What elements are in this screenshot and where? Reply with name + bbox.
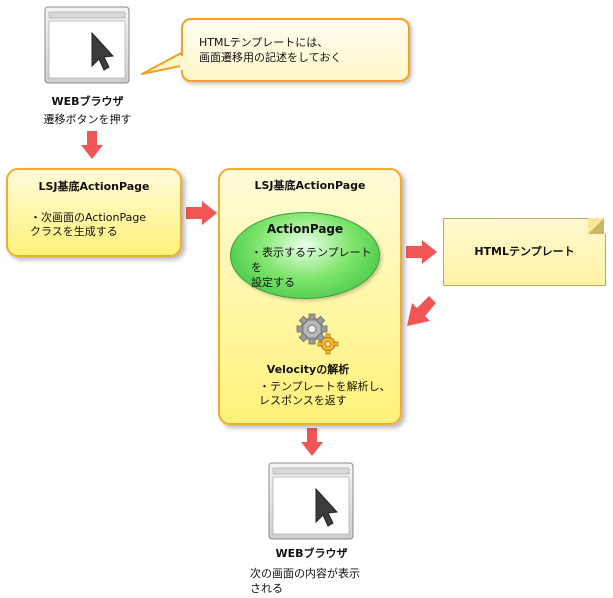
left-box-title: LSJ基底ActionPage [38,180,150,193]
callout-tail [141,51,191,75]
velocity-line-1: ・テンプレートを解析し、 [259,380,391,393]
oval-line-2: 設定する [251,276,295,289]
velocity-title: Velocityの解析 [266,363,350,376]
arrow-diagonal [407,296,436,326]
arrow-down-2 [301,428,323,456]
web-browser-icon [44,6,130,84]
gears-icon [296,313,339,355]
callout-bubble: HTMLテンプレートには、 画面遷移用の記述をしておく [181,18,410,82]
browser-bottom-caption-line-2: される [250,582,283,595]
web-browser-icon [268,462,354,540]
arrow-right-2 [406,240,437,264]
browser-bottom-label: WEBブラウザ [275,547,348,560]
oval-line-1: ・表示するテンプレートを [251,246,372,274]
browser-bottom-caption-line-1: 次の画面の内容が表示 [250,567,360,580]
note-label: HTMLテンプレート [474,245,575,258]
arrow-down-1 [81,131,103,159]
oval-title: ActionPage [266,222,344,236]
callout-line-2: 画面遷移用の記述をしておく [199,51,342,64]
left-box-line-2: クラスを生成する [30,225,118,238]
html-template-note: HTMLテンプレート [443,218,606,286]
browser-top-label: WEBブラウザ [51,95,124,108]
callout-tail-cover [180,56,188,70]
arrow-right-1 [186,201,217,225]
left-box-line-1: ・次画面のActionPage [30,211,147,224]
note-fold-corner [588,218,604,234]
action-page-oval: ActionPage ・表示するテンプレートを 設定する [230,212,380,299]
callout-line-1: HTMLテンプレートには、 [199,36,329,49]
left-action-page-box: LSJ基底ActionPage ・次画面のActionPage クラスを生成する [6,168,182,257]
browser-top-caption: 遷移ボタンを押す [43,113,132,126]
velocity-line-2: レスポンスを返す [259,394,347,407]
center-box-title: LSJ基底ActionPage [254,179,366,192]
